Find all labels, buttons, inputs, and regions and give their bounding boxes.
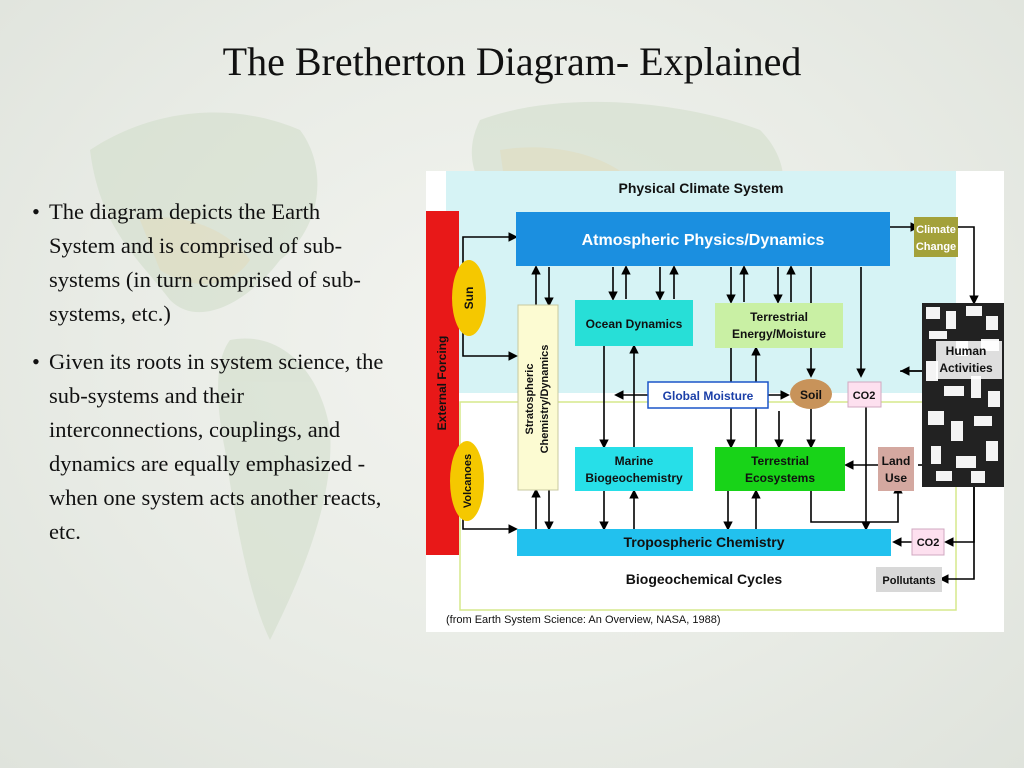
- land-use-label-1: Land: [882, 454, 911, 468]
- terrestrial-eco-label-1: Terrestrial: [751, 454, 809, 468]
- biogeochemical-cycles-label: Biogeochemical Cycles: [626, 571, 783, 587]
- physical-climate-header: Physical Climate System: [619, 180, 784, 196]
- co2-lower-label: CO2: [917, 537, 940, 549]
- external-forcing-label: External Forcing: [435, 336, 449, 431]
- climate-change-label-1: Climate: [916, 224, 956, 236]
- bullet-list: The diagram depicts the Earth System and…: [30, 195, 390, 563]
- tropospheric-box: [517, 529, 891, 556]
- marine-bio-label-2: Biogeochemistry: [585, 471, 683, 485]
- soil-ellipse: [790, 379, 832, 409]
- stratospheric-box: [517, 304, 559, 491]
- marine-bio-label-1: Marine: [615, 454, 654, 468]
- climate-change-box: [914, 217, 958, 257]
- stratospheric-label-2: Chemistry/Dynamics: [539, 345, 551, 454]
- co2-lower-box: [911, 528, 945, 556]
- human-activities-image: [922, 303, 1004, 487]
- human-activities-label-1: Human: [946, 344, 987, 358]
- terrestrial-energy-box: [715, 303, 843, 348]
- ocean-dynamics-box: [575, 300, 693, 346]
- pollutants-box: [876, 567, 942, 592]
- diagram-caption: (from Earth System Science: An Overview,…: [446, 614, 721, 626]
- co2-upper-label: CO2: [853, 390, 876, 402]
- bretherton-diagram-svg: Physical Climate System Atmospheric Phys…: [426, 171, 1004, 626]
- bretherton-diagram: Physical Climate System Atmospheric Phys…: [426, 171, 1004, 632]
- atmospheric-label: Atmospheric Physics/Dynamics: [582, 232, 825, 249]
- atmospheric-box: [516, 212, 890, 266]
- terrestrial-energy-label-1: Terrestrial: [750, 310, 808, 324]
- stratospheric-label-1: Stratospheric: [524, 364, 536, 435]
- sun-ellipse: [452, 260, 486, 336]
- soil-label: Soil: [800, 388, 822, 402]
- tropospheric-label: Tropospheric Chemistry: [623, 534, 784, 550]
- bullet-item-1: The diagram depicts the Earth System and…: [30, 195, 390, 331]
- land-use-box: [878, 447, 914, 491]
- terrestrial-eco-box: [715, 447, 845, 491]
- volcanoes-label: Volcanoes: [462, 454, 474, 508]
- marine-bio-box: [575, 447, 693, 491]
- bullet-item-2: Given its roots in system science, the s…: [30, 345, 390, 549]
- volcanoes-ellipse: [450, 441, 484, 521]
- terrestrial-eco-label-2: Ecosystems: [745, 471, 815, 485]
- ocean-dynamics-label: Ocean Dynamics: [586, 317, 683, 331]
- global-moisture-label: Global Moisture: [663, 389, 754, 403]
- connector-arrows: [462, 222, 979, 584]
- global-moisture-box: [647, 381, 769, 409]
- land-use-label-2: Use: [885, 471, 907, 485]
- slide-title: The Bretherton Diagram- Explained: [222, 39, 802, 84]
- co2-upper-box: [847, 381, 882, 408]
- sun-label: Sun: [462, 287, 476, 310]
- pollutants-label: Pollutants: [882, 575, 935, 587]
- terrestrial-energy-label-2: Energy/Moisture: [732, 327, 826, 341]
- climate-change-label-2: Change: [916, 241, 956, 253]
- human-activities-label-2: Activities: [939, 361, 993, 375]
